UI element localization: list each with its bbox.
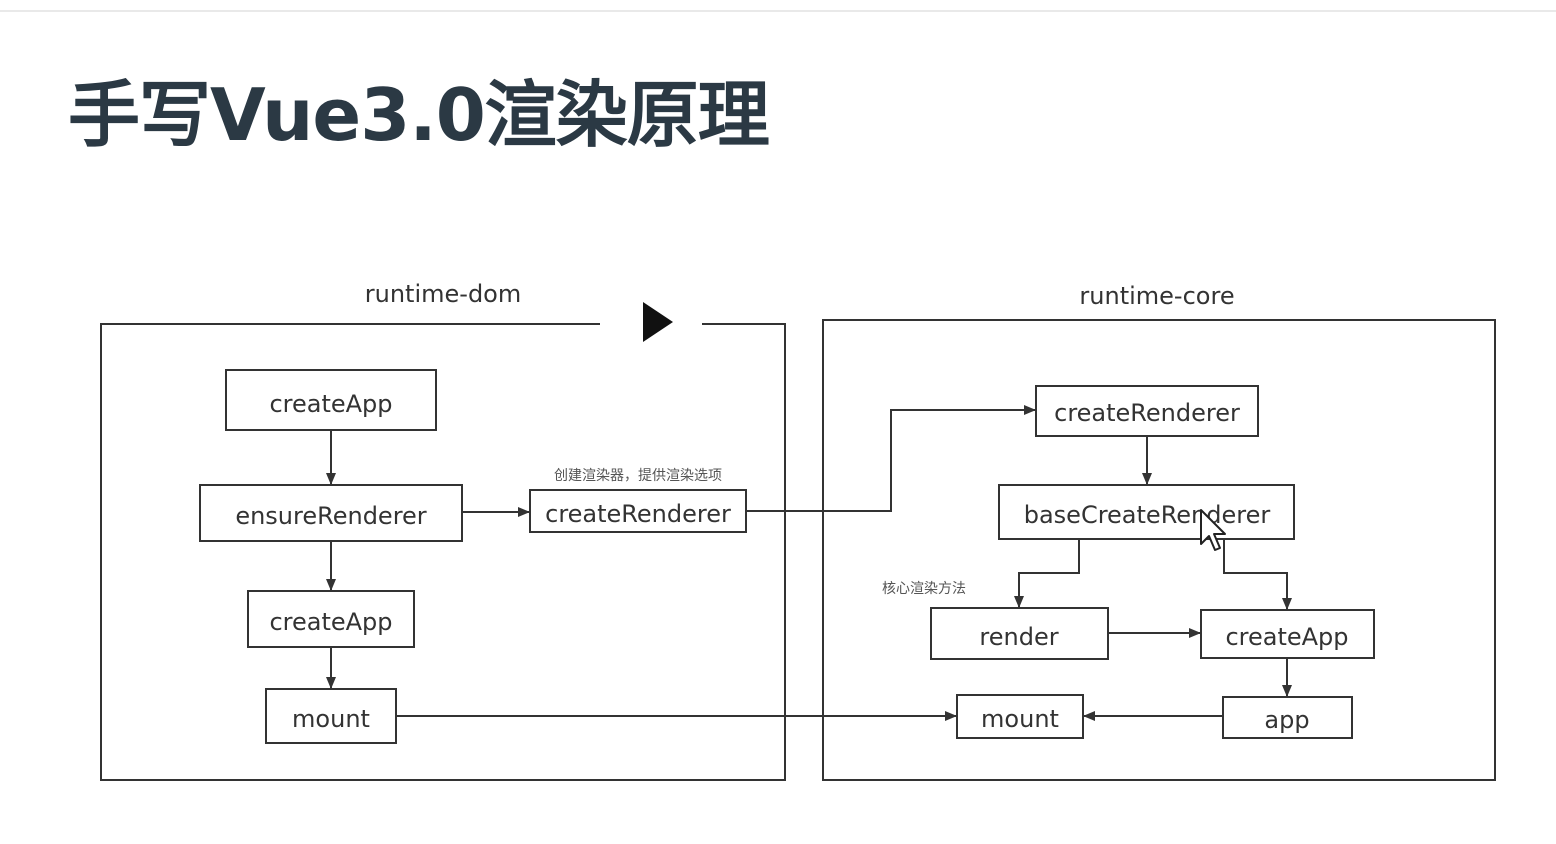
core-node-createrenderer[interactable]: createRenderer	[1035, 385, 1259, 437]
slide-title: 手写Vue3.0渲染原理	[68, 73, 770, 157]
node-label: mount	[292, 705, 370, 733]
dom-node-createrenderer[interactable]: createRenderer	[529, 489, 747, 533]
core-node-basecreaterenderer[interactable]: baseCreateRenderer	[998, 484, 1295, 540]
create-renderer-note: 创建渲染器，提供渲染选项	[554, 468, 722, 484]
arrow-base-to-createapp	[1223, 539, 1292, 610]
core-render-note: 核心渲染方法	[882, 581, 966, 597]
node-label: createRenderer	[1054, 399, 1240, 427]
runtime-core-frame	[822, 319, 1496, 781]
mouse-cursor-icon	[1200, 509, 1226, 551]
top-divider	[0, 10, 1556, 12]
node-label: createApp	[269, 390, 392, 418]
node-label: createApp	[1225, 623, 1348, 651]
core-node-render[interactable]: render	[930, 607, 1109, 660]
node-label: createRenderer	[545, 500, 731, 528]
node-label: ensureRenderer	[235, 502, 426, 530]
runtime-core-label: runtime-core	[1079, 282, 1234, 310]
node-label: app	[1264, 706, 1309, 734]
dom-node-ensurerenderer[interactable]: ensureRenderer	[199, 484, 463, 542]
dom-node-createapp-mid[interactable]: createApp	[247, 590, 415, 648]
node-label: createApp	[269, 608, 392, 636]
node-label: baseCreateRenderer	[1024, 501, 1271, 529]
core-node-app[interactable]: app	[1222, 696, 1353, 739]
core-node-mount[interactable]: mount	[956, 694, 1084, 739]
arrow-base-to-render	[1014, 539, 1080, 608]
dom-node-createapp-top[interactable]: createApp	[225, 369, 437, 431]
core-node-createapp[interactable]: createApp	[1200, 609, 1375, 659]
runtime-dom-frame	[100, 323, 786, 781]
play-icon[interactable]	[640, 300, 676, 344]
node-label: render	[979, 623, 1058, 651]
dom-node-mount[interactable]: mount	[265, 688, 397, 744]
node-label: mount	[981, 705, 1059, 733]
runtime-dom-label: runtime-dom	[365, 280, 521, 308]
arrow-createrenderer-to-core	[746, 405, 1036, 512]
